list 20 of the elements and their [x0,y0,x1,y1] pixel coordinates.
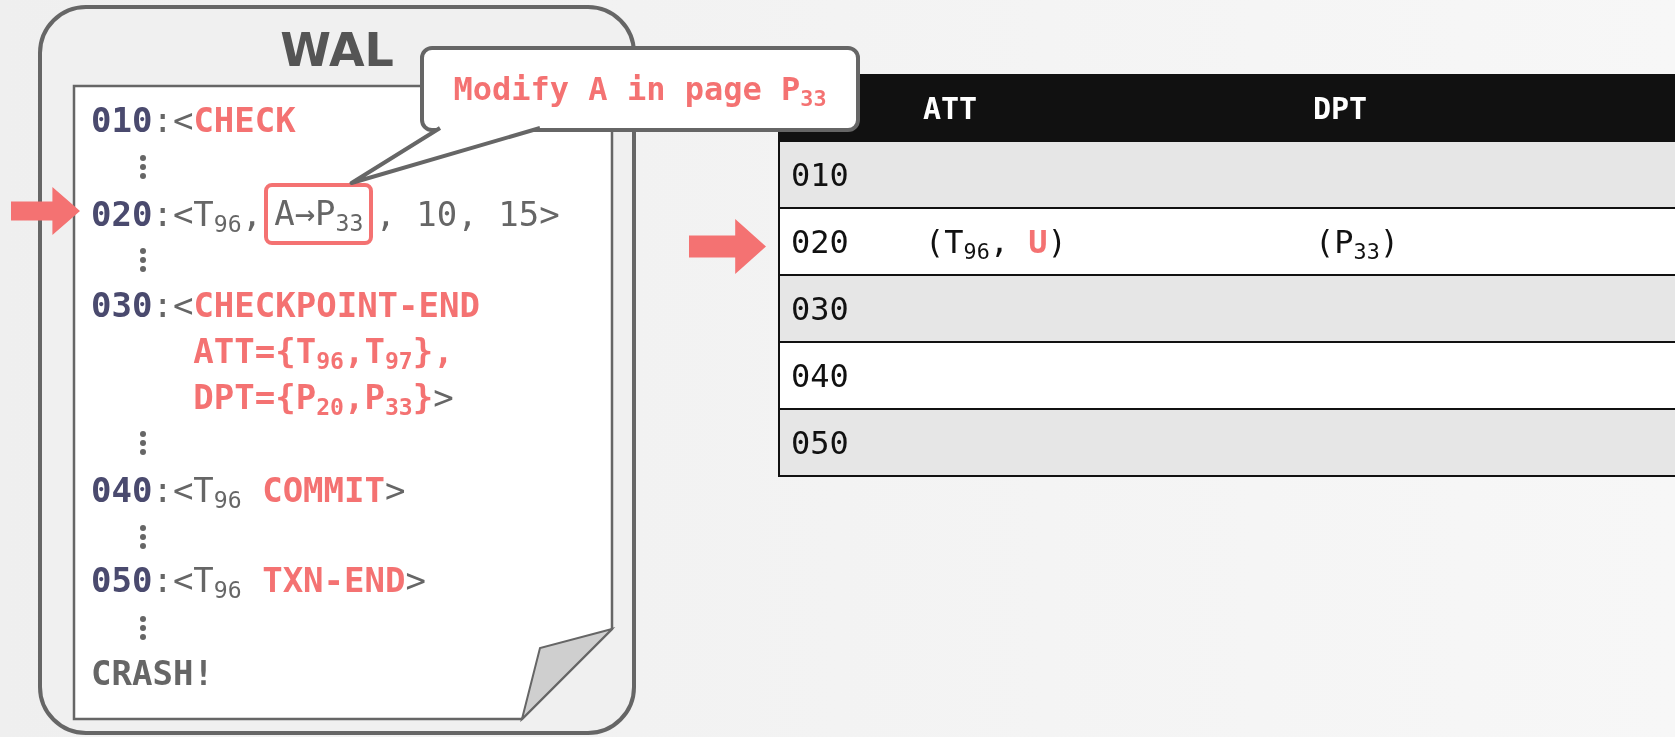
lsn-text: 050 [791,423,849,462]
log-record-text: 020:<T$_{96}$, [91,193,263,237]
column-header: DPT [1313,90,1368,126]
log-record-text: 040:<T$_{96}$ COMMIT> [91,469,406,513]
column-header: ATT [923,90,978,126]
log-record-text: CRASH! [91,652,214,695]
log-record-text: , 10, 15> [375,193,560,236]
highlight-box: A→P$_{33}$ [264,183,374,245]
lsn-text: 030 [791,289,849,328]
callout-pointer [349,126,542,185]
lsn-text: 040 [791,356,849,395]
cell-text: (P$_{33}$) [1315,222,1399,261]
cell-text: (T$_{96}$, U) [925,222,1067,261]
log-record-text: 030:<CHECKPOINT-END ATT={T$_{96}$,T$_{97}$}, DPT={P$_{20}$,P$_{33}$}> [91,284,481,420]
panel-title: WAL [280,23,394,77]
lsn-text: 010 [791,155,849,194]
lsn-text: 020 [791,222,849,261]
callout-text: Modify A in page P$_{33}$ [453,70,827,108]
log-record-text: 010:<CHECK [91,99,296,142]
log-record-text: 050:<T$_{96}$ TXN-END> [91,559,426,603]
